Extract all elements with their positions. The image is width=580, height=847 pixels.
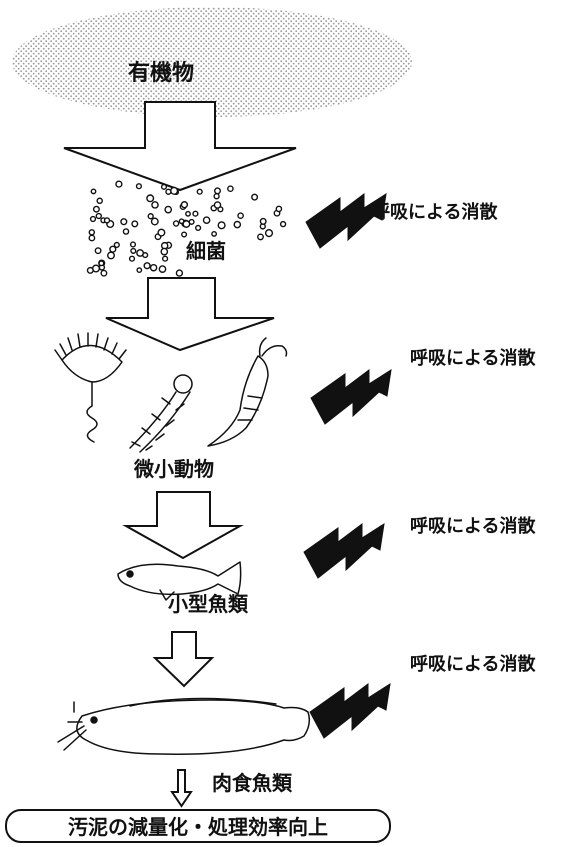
bacterium-dot bbox=[175, 269, 184, 277]
bacterium-dot bbox=[107, 251, 115, 260]
bacterium-dot bbox=[217, 221, 226, 230]
small-fish-label: 小型魚類 bbox=[168, 592, 249, 616]
respiration-label: 呼吸による消散 bbox=[410, 347, 536, 369]
bacterium-dot bbox=[103, 217, 111, 224]
bacterium-dot bbox=[233, 220, 242, 229]
cladoceran-icon bbox=[207, 337, 288, 447]
organic-matter-label: 有機物 bbox=[128, 60, 194, 86]
bacterium-dot bbox=[88, 234, 96, 242]
bacterium-dot bbox=[94, 247, 102, 255]
bacterium-dot bbox=[131, 220, 139, 228]
bacterium-dot bbox=[196, 188, 203, 195]
bacterium-dot bbox=[279, 220, 287, 228]
bacterium-dot bbox=[113, 241, 120, 249]
rotifer-icon bbox=[129, 374, 193, 453]
bacterium-dot bbox=[135, 183, 142, 190]
bacterium-dot bbox=[147, 213, 154, 220]
bacterium-dot bbox=[202, 216, 211, 225]
bacterium-dot bbox=[98, 260, 105, 267]
bacterium-dot bbox=[213, 193, 220, 200]
bacterium-dot bbox=[160, 247, 169, 256]
bacterium-dot bbox=[95, 212, 102, 220]
bacterium-dot bbox=[172, 220, 180, 227]
bacterium-dot bbox=[158, 265, 167, 273]
bacterium-dot bbox=[149, 263, 158, 272]
bacterium-dot bbox=[143, 262, 151, 270]
bacterium-dot bbox=[259, 217, 267, 225]
bacterium-dot bbox=[161, 255, 169, 262]
arrow-microfauna-to-small-fish bbox=[122, 491, 244, 560]
respiration-label: 呼吸による消散 bbox=[372, 201, 498, 223]
bacterium-dot bbox=[213, 201, 222, 209]
bacterium-dot bbox=[257, 233, 264, 241]
bacterium-dot bbox=[165, 188, 172, 195]
respiration-label: 呼吸による消散 bbox=[410, 515, 536, 537]
medaka-icon bbox=[117, 561, 242, 601]
bacterium-dot bbox=[115, 180, 123, 188]
bacterium-dot bbox=[142, 252, 149, 259]
respiration-label: 呼吸による消散 bbox=[410, 653, 536, 675]
dissipation-bolt-icon bbox=[309, 683, 391, 739]
bacterium-dot bbox=[275, 205, 283, 213]
bacterium-dot bbox=[88, 229, 96, 236]
result-label: 汚泥の減量化・処理効率向上 bbox=[68, 815, 328, 839]
bacterium-dot bbox=[194, 224, 202, 232]
bacterium-dot bbox=[130, 247, 137, 254]
arrow-small-fish-to-carnivorous-fish bbox=[152, 631, 215, 688]
result-box bbox=[5, 809, 391, 843]
microfauna-label: 微小動物 bbox=[133, 457, 214, 481]
bacterium-dot bbox=[185, 210, 191, 217]
bacterium-dot bbox=[192, 210, 199, 217]
arrow-carnivorous-fish-to-result bbox=[170, 769, 193, 808]
bacterium-dot bbox=[213, 187, 221, 195]
vorticella-icon bbox=[54, 332, 127, 443]
bacterium-dot bbox=[128, 255, 136, 262]
bacterium-dot bbox=[122, 228, 130, 235]
bacterium-dot bbox=[146, 194, 155, 203]
catfish-icon bbox=[57, 697, 311, 755]
bacterium-dot bbox=[120, 218, 128, 226]
arrow-organic-to-bacteria bbox=[63, 101, 297, 192]
bacterium-dot bbox=[211, 230, 218, 237]
bacterium-dot bbox=[164, 205, 173, 214]
organic-matter-cloud bbox=[12, 7, 412, 117]
bacterium-dot bbox=[182, 220, 191, 228]
bacterium-dot bbox=[129, 241, 137, 248]
bacterium-dot bbox=[160, 183, 168, 190]
carnivorous-fish-label: 肉食魚類 bbox=[212, 771, 293, 795]
bacterium-dot bbox=[86, 266, 94, 274]
bacterium-dot bbox=[251, 193, 259, 201]
bacterium-dot bbox=[136, 267, 143, 274]
bacterium-dot bbox=[109, 245, 117, 253]
bacteria-label: 細菌 bbox=[186, 239, 226, 263]
bacterium-dot bbox=[170, 186, 179, 195]
bacterium-dot bbox=[150, 217, 159, 226]
bacterium-dot bbox=[96, 197, 103, 205]
arrow-bacteria-to-microfauna bbox=[105, 277, 275, 352]
bacterium-dot bbox=[92, 205, 100, 213]
dissipation-bolt-icon bbox=[303, 523, 385, 579]
bacteria-dots bbox=[86, 180, 287, 277]
bacterium-dot bbox=[89, 215, 97, 223]
bacterium-dot bbox=[264, 229, 274, 238]
dissipation-bolt-icon bbox=[310, 369, 392, 425]
bacterium-dot bbox=[181, 231, 188, 238]
bacterium-dot bbox=[237, 212, 244, 220]
bacterium-dot bbox=[90, 188, 97, 195]
bacterium-dot bbox=[157, 228, 166, 237]
bacterium-dot bbox=[100, 269, 108, 277]
bacterium-dot bbox=[151, 201, 159, 209]
bacterium-dot bbox=[227, 185, 234, 193]
bacterium-dot bbox=[180, 201, 189, 209]
